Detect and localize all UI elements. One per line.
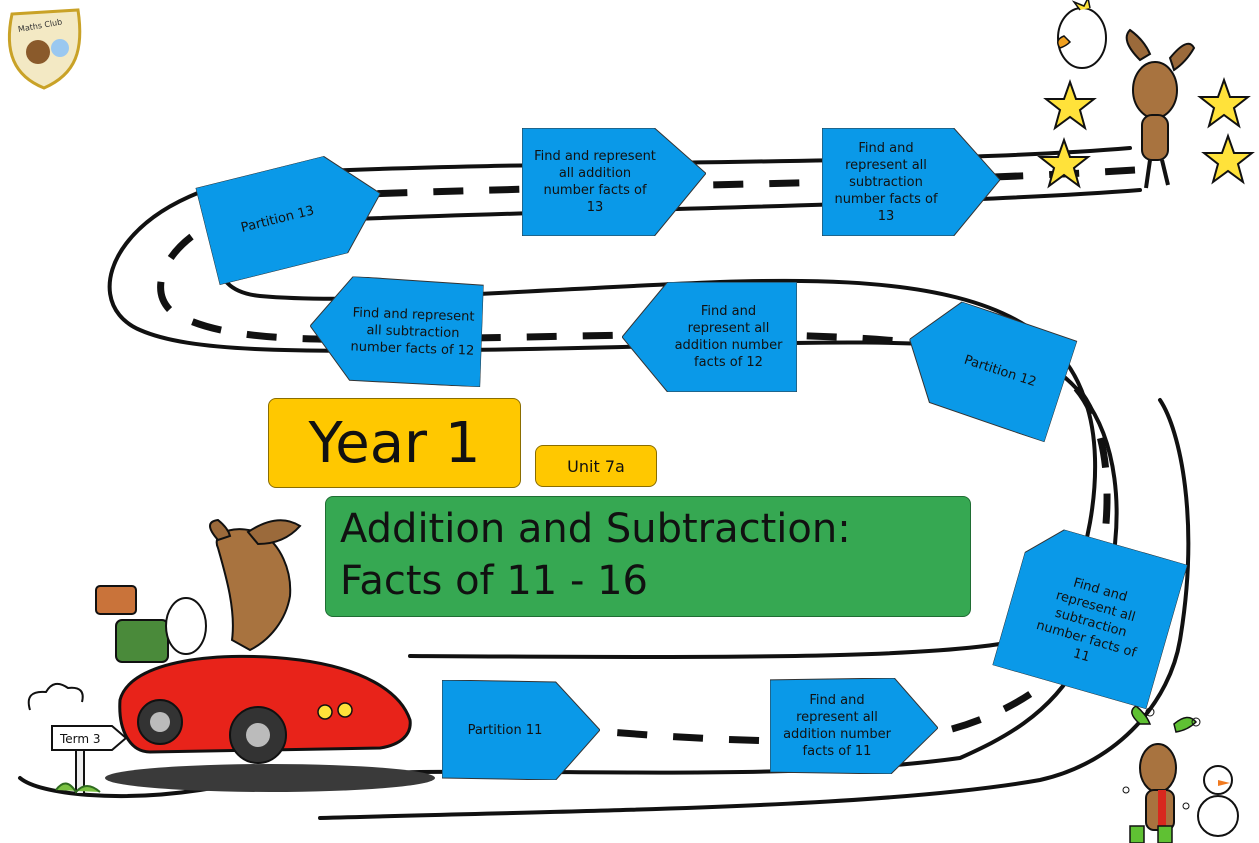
snowman-icon	[1197, 795, 1239, 837]
unit-title-line-2: Facts of 11 - 16	[340, 558, 649, 604]
car-headlight-icon	[337, 702, 353, 718]
sign-shape	[308, 275, 484, 387]
sign-addition-facts-11[interactable]: Find and represent all addition number f…	[770, 678, 938, 774]
sign-partition-12[interactable]: Partition 12	[892, 290, 1078, 443]
suitcase-icon	[95, 585, 137, 615]
sign-subtraction-facts-11[interactable]: Find and represent all subtraction numbe…	[992, 521, 1188, 709]
sign-shape	[522, 128, 706, 236]
sign-label: Partition 11	[467, 722, 543, 738]
sign-subtraction-facts-12[interactable]: Find and represent all subtraction numbe…	[308, 275, 484, 387]
car-headlight-icon	[317, 704, 333, 720]
stars	[1037, 76, 1255, 189]
sign-label: Find and represent all addition number f…	[534, 149, 656, 215]
sign-shape	[822, 128, 1000, 236]
moose-icon	[1125, 28, 1196, 189]
sign-partition-11[interactable]: Partition 11	[442, 680, 600, 780]
sign-shape	[770, 678, 938, 774]
unit-title: Addition and Subtraction: Facts of 11 - …	[325, 496, 971, 617]
badge-figure-icon	[26, 40, 50, 64]
moose-antler-icon	[209, 518, 232, 542]
term-signpost: Term 3	[27, 682, 128, 795]
sign-shape	[442, 680, 600, 780]
sign-label: Find and represent all addition number f…	[783, 693, 891, 759]
sign-label: Find and represent all subtraction numbe…	[834, 140, 938, 224]
cockatoo-passenger-icon	[165, 597, 207, 655]
term-sign-text: Term 3	[59, 732, 101, 746]
badge-dot-icon	[51, 39, 69, 57]
star-icon	[1043, 78, 1097, 131]
snow-scene	[1122, 705, 1239, 843]
sign-addition-facts-13[interactable]: Find and represent all addition number f…	[522, 128, 706, 236]
star-icon	[1201, 132, 1255, 185]
unit-title-line-1: Addition and Subtraction:	[340, 506, 851, 552]
car-shadow	[105, 764, 435, 792]
sign-label: Find and represent all addition number f…	[674, 304, 783, 370]
moose-antler-icon	[246, 519, 302, 546]
cockatoo-icon	[1057, 0, 1107, 69]
sign-partition-13[interactable]: Partition 13	[195, 145, 393, 285]
star-icon	[1037, 136, 1091, 189]
maths-club-badge: Maths Club	[7, 8, 82, 90]
star-icon	[1197, 76, 1251, 129]
car-icon	[95, 518, 435, 792]
sign-addition-facts-12[interactable]: Find and represent all addition number f…	[622, 282, 797, 392]
year-title: Year 1	[268, 398, 521, 488]
sign-shape	[892, 290, 1078, 443]
winter-moose-icon	[1129, 705, 1198, 843]
sign-label: Find and represent all subtraction numbe…	[350, 304, 475, 359]
sign-shape	[992, 521, 1188, 709]
road-lower-edge	[318, 398, 1191, 820]
sign-shape	[195, 145, 393, 285]
suitcase-icon	[115, 619, 169, 663]
unit-badge: Unit 7a	[535, 445, 657, 487]
sign-subtraction-facts-13[interactable]: Find and represent all subtraction numbe…	[822, 128, 1000, 236]
sign-shape	[622, 282, 797, 392]
